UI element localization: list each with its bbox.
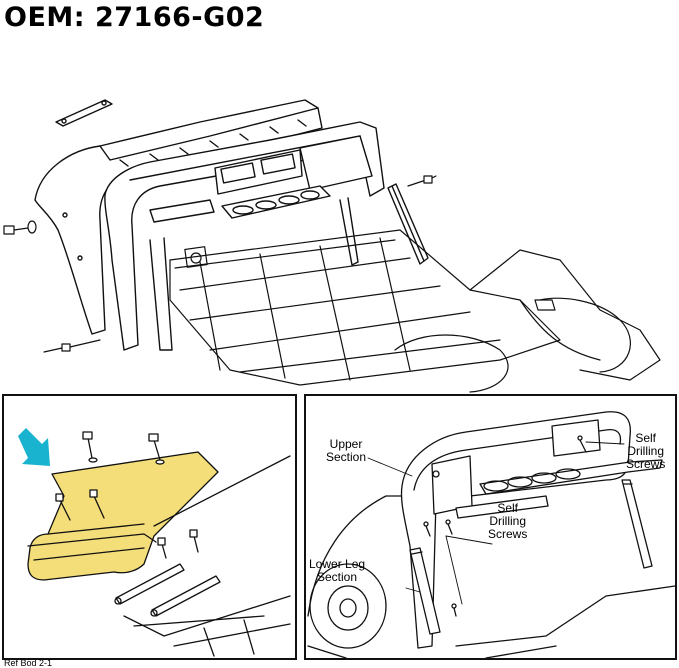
callout-upper-section: Upper Section — [326, 437, 367, 464]
upper-dash-section — [104, 121, 385, 351]
callout-lower-leg-section: Lower Leg Section — [309, 557, 366, 584]
chassis-frame — [169, 229, 661, 393]
callout-self-drilling-screws-right: Self Drilling Screws — [626, 431, 666, 471]
dash-assembly-detail — [307, 411, 675, 658]
screw-icon — [55, 493, 71, 521]
detail-panel-left — [2, 394, 297, 660]
reference-code: Ref Bod 2-1 — [4, 658, 53, 668]
callout-self-drilling-screws-center: Self Drilling Screws — [488, 501, 528, 541]
exploded-dash-diagram — [3, 99, 661, 393]
badge-plate — [55, 99, 113, 127]
detail-panel-right: Upper Section Lower Leg Section Self Dri… — [304, 394, 677, 660]
screw-right — [407, 175, 437, 187]
pointer-arrow-icon — [18, 428, 50, 466]
screw-icon — [89, 489, 105, 519]
page-title: OEM: 27166-G02 — [4, 2, 265, 33]
screw-left — [3, 220, 37, 235]
right-leg — [621, 479, 653, 569]
screw-icon — [157, 537, 167, 559]
lower-dash-detail — [18, 428, 291, 657]
bolt-icon — [82, 431, 98, 463]
bolt-icon — [148, 433, 165, 465]
highlighted-dash-part — [27, 451, 219, 581]
lower-leg-section — [409, 547, 441, 635]
rear-shroud — [34, 99, 323, 335]
screw-bottom — [43, 339, 101, 353]
screw-icon — [189, 529, 199, 553]
